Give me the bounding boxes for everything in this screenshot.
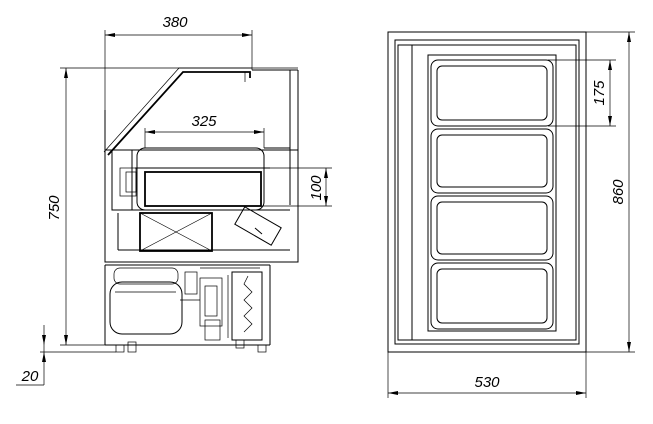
top-view [387, 31, 587, 353]
side-view [103, 67, 299, 353]
dim-380-label: 380 [162, 14, 188, 31]
dim-175: 175 [548, 59, 616, 127]
dim-750-label: 750 [46, 195, 63, 221]
glass-front [107, 71, 251, 156]
dim-380: 380 [104, 14, 253, 110]
food-pan [144, 171, 262, 207]
tray-box [136, 147, 265, 211]
dim-530-label: 530 [474, 374, 500, 391]
dim-100: 100 [262, 167, 332, 207]
pan [430, 128, 554, 194]
foot [127, 341, 137, 353]
foot [257, 344, 267, 353]
dim-860-label: 860 [610, 179, 627, 205]
top-outline [387, 31, 587, 353]
fan [234, 206, 282, 246]
dim-100-label: 100 [308, 175, 325, 201]
pan [430, 59, 554, 127]
foot [115, 344, 125, 353]
pan [430, 195, 554, 261]
pan [430, 262, 554, 330]
compressor [109, 281, 183, 335]
dim-175-label: 175 [591, 80, 608, 106]
dim-530: 530 [387, 352, 587, 398]
evaporator-box [139, 212, 213, 252]
dim-325-label: 325 [191, 113, 217, 130]
dim-750: 750 [46, 67, 298, 346]
dim-20: 20 [16, 325, 116, 386]
dim-325: 325 [144, 113, 265, 148]
condenser [231, 271, 263, 341]
dim-20-label: 20 [21, 368, 39, 385]
dim-860: 860 [586, 31, 635, 353]
